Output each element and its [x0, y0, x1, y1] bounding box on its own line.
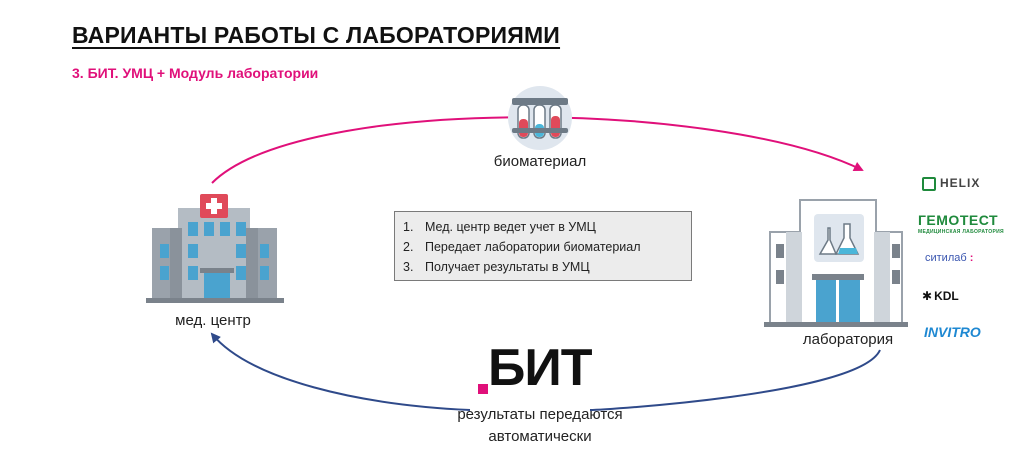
kdl-mark-icon: ✱ [922, 289, 932, 303]
bit-logo-text: БИТ [488, 338, 592, 398]
kdl-logo-text: KDL [934, 289, 959, 303]
medical-center-building-icon [146, 194, 284, 303]
step-item: 2.Передает лаборатории биоматериал [403, 237, 683, 257]
gemotest-logo-text: ГЕМОТЕСТ [918, 212, 1008, 228]
helix-mark-icon [922, 177, 936, 191]
step-item: 3.Получает результаты в УМЦ [403, 257, 683, 277]
results-label-line2: автоматически [410, 426, 670, 448]
kdl-logo: ✱KDL [922, 289, 959, 303]
citilab-logo-text: ситилаб [925, 252, 967, 264]
steps-box: 1.Мед. центр ведет учет в УМЦ 2.Передает… [394, 211, 692, 281]
helix-logo: HELIX [922, 176, 978, 194]
laboratory-label: лаборатория [778, 331, 918, 348]
gemotest-logo-subtext: МЕДИЦИНСКАЯ ЛАБОРАТОРИЯ [918, 229, 1004, 235]
laboratory-building-icon [764, 200, 908, 327]
biomaterial-label: биоматериал [470, 153, 610, 170]
gemotest-logo: ГЕМОТЕСТ МЕДИЦИНСКАЯ ЛАБОРАТОРИЯ [918, 212, 1008, 238]
step-item: 1.Мед. центр ведет учет в УМЦ [403, 217, 683, 237]
step-text: Передает лаборатории биоматериал [425, 240, 641, 254]
invitro-logo: INVITRO [924, 324, 981, 340]
step-number: 1. [403, 217, 425, 237]
steps-list: 1.Мед. центр ведет учет в УМЦ 2.Передает… [403, 217, 683, 277]
step-number: 2. [403, 237, 425, 257]
citilab-logo: ситилаб : [925, 252, 973, 264]
med-center-label: мед. центр [138, 312, 288, 329]
step-text: Получает результаты в УМЦ [425, 260, 590, 274]
results-label-line1: результаты передаются [410, 404, 670, 426]
citilab-dots-icon: : [967, 252, 974, 264]
bit-logo: БИТ [478, 342, 588, 398]
bit-logo-dot [478, 384, 488, 394]
results-label: результаты передаются автоматически [410, 404, 670, 448]
helix-logo-text: HELIX [940, 176, 980, 190]
step-number: 3. [403, 257, 425, 277]
test-tubes-icon [508, 86, 572, 150]
step-text: Мед. центр ведет учет в УМЦ [425, 220, 596, 234]
